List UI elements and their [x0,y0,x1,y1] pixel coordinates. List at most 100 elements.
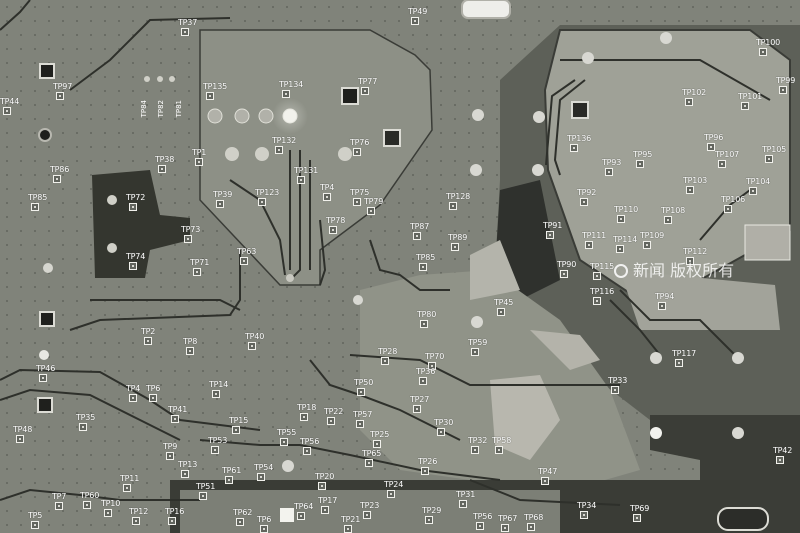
test-point-pad [373,440,381,448]
test-point-label: TP85 [28,193,48,202]
test-point-pad [633,514,641,522]
test-point-pad [327,417,335,425]
test-point-pad [776,456,784,464]
test-point-pad [132,517,140,525]
test-point-label: TP51 [196,482,216,491]
test-point-label: TP23 [360,501,380,510]
test-point-pad [144,337,152,345]
test-point-pad [129,203,137,211]
test-point-label: TP77 [358,77,378,86]
test-point-pad [318,482,326,490]
test-point-label: TP29 [422,506,442,515]
test-point-label: TP50 [354,378,374,387]
test-point-pad [31,203,39,211]
test-point-label: TP110 [614,205,638,214]
test-point-label: TP63 [237,247,257,256]
test-point-label: TP4 [126,384,141,393]
test-point-label: TP109 [640,231,664,240]
test-point-pad [232,426,240,434]
test-point-label: TP99 [776,76,796,85]
test-point-pad [186,347,194,355]
test-point-label: TP28 [378,347,398,356]
test-point-label: TP135 [203,82,227,91]
test-point-label: TP53 [208,436,228,445]
test-point-pad [149,394,157,402]
test-point-pad [216,200,224,208]
test-point-pad [685,98,693,106]
test-point-label: TP2 [141,327,156,336]
test-point-label: TP91 [543,221,563,230]
watermark: 新闻 版权所有 [614,257,734,281]
test-point-pad [636,160,644,168]
test-point-label: TP65 [362,449,382,458]
test-point-pad [323,193,331,201]
test-point-label: TP58 [492,436,512,445]
test-point-label: TP59 [468,338,488,347]
test-point-pad [451,243,459,251]
test-point-pad [56,92,64,100]
test-point-pad [413,232,421,240]
test-point-pad [593,297,601,305]
test-point-label: TP21 [341,515,361,524]
test-point-pad [329,226,337,234]
test-point-label: TP64 [294,502,314,511]
test-point-pad [585,241,593,249]
test-point-label: TP68 [524,513,544,522]
test-point-pad [387,490,395,498]
test-point-pad [419,377,427,385]
test-point-pad [297,512,305,520]
test-point-pad [240,257,248,265]
test-point-label: TP40 [245,332,265,341]
test-point-pad [605,168,613,176]
test-point-pad [123,484,131,492]
test-point-pad [83,501,91,509]
test-point-pad [616,245,624,253]
test-point-label: TP107 [715,150,739,159]
test-point-pad [724,205,732,213]
test-point-pad [497,308,505,316]
test-point-label: TP44 [0,97,20,106]
test-point-label: TP115 [590,262,614,271]
test-point-pad [282,90,290,98]
test-point-label: TP27 [410,395,430,404]
test-point-pad [129,262,137,270]
test-point-label: TP31 [456,490,476,499]
test-point-label: TP4 [320,183,335,192]
test-point-label: TP6 [146,384,161,393]
test-point-label: TP17 [318,496,338,505]
test-point-label: TP134 [279,80,303,89]
test-point-label: TP105 [762,145,786,154]
test-point-label: TP13 [178,460,198,469]
test-point-pad [611,386,619,394]
test-point-pad [413,405,421,413]
test-point-pad [158,165,166,173]
test-point-label: TP69 [630,504,650,513]
test-point-pad [580,511,588,519]
test-point-label: TP37 [178,18,198,27]
test-point-pad [765,155,773,163]
test-point-pad [356,420,364,428]
test-point-pad [257,473,265,481]
test-point-pad [749,187,757,195]
test-point-pad [411,17,419,25]
test-point-pad [617,215,625,223]
test-point-label: TP87 [410,222,430,231]
test-point-pad [421,467,429,475]
test-point-label: TP95 [633,150,653,159]
test-point-pad [181,470,189,478]
test-point-label: TP5 [28,511,43,520]
test-point-pad [184,235,192,243]
test-point-label: TP14 [209,380,229,389]
test-point-label: TP79 [364,197,384,206]
test-point-pad [495,446,503,454]
test-point-pad [449,202,457,210]
test-point-label-vertical: TP81 [175,100,183,118]
test-point-label-vertical: TP82 [157,100,165,118]
test-point-pad [258,198,266,206]
test-point-pad [381,357,389,365]
test-point-label: TP94 [655,292,675,301]
test-point-label: TP41 [168,405,188,414]
test-point-pad [193,268,201,276]
test-point-label: TP106 [721,195,745,204]
test-point-pad [225,476,233,484]
